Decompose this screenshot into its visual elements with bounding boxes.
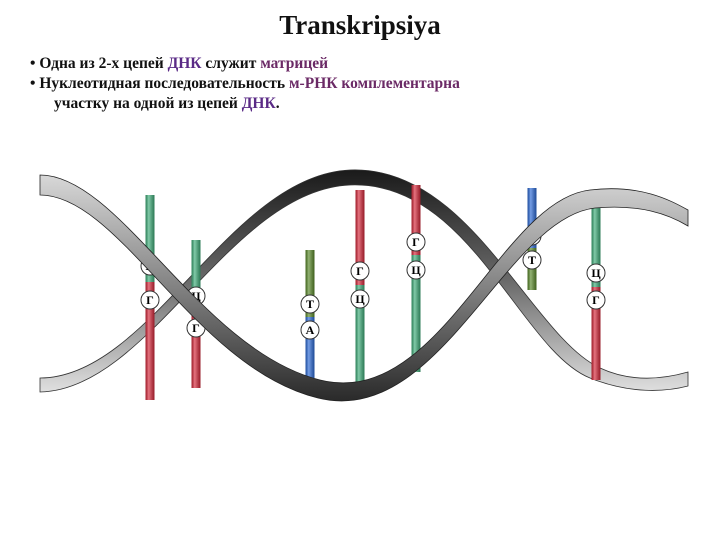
base-pair-4: ГЦ <box>350 190 370 388</box>
bullet-marker: • <box>30 75 36 92</box>
rod-shading <box>305 250 315 378</box>
dnk-term: ДНК <box>241 95 276 112</box>
base-label-upper: Г <box>412 235 420 249</box>
base-pair-3: ТА <box>300 250 320 378</box>
bullet-marker: • <box>30 55 36 72</box>
base-pairs: ЦГЦГТАГЦГЦАТЦГ <box>140 185 606 400</box>
base-label-circle-lower <box>406 260 426 280</box>
dna-backbone-strand-back <box>39 169 689 393</box>
bullet-list: • Одна из 2-х цепей ДНК служит матрицей … <box>30 54 710 114</box>
base-label-lower: Ц <box>411 263 421 277</box>
base-label-circle-lower <box>522 250 542 270</box>
base-pair-5: ГЦ <box>406 185 426 372</box>
base-label-circle-lower <box>300 320 320 340</box>
bullet-text: служит <box>201 55 261 72</box>
rod-shading <box>355 190 365 388</box>
base-label-circle-upper <box>406 232 426 252</box>
bullet-text: Нуклеотидная последовательность <box>35 75 289 92</box>
base-label-upper: Ц <box>191 289 201 303</box>
matrix-term: матрицей <box>260 55 329 72</box>
base-label-upper: Т <box>306 297 314 311</box>
base-pair-7: ЦГ <box>586 200 606 380</box>
base-label-lower: А <box>306 323 315 337</box>
mrna-term: м-РНК комплементарна <box>289 75 460 92</box>
base-pair-1: ЦГ <box>140 195 160 400</box>
bullet-text: Одна из 2-х цепей <box>35 55 168 72</box>
base-label-upper: Ц <box>591 266 601 280</box>
base-label-circle-upper <box>586 263 606 283</box>
base-label-lower: Г <box>192 321 200 335</box>
base-label-lower: Г <box>146 293 154 307</box>
dnk-term: ДНК <box>167 55 202 72</box>
bullet-item-1: • Одна из 2-х цепей ДНК служит матрицей <box>30 54 710 74</box>
bullet-item-2: • Нуклеотидная последовательность м-РНК … <box>30 74 710 94</box>
base-label-lower: Ц <box>355 292 365 306</box>
base-label-upper: Г <box>356 264 364 278</box>
page-title: Transkripsiya <box>279 10 441 40</box>
bullet-item-2-continuation: участку на одной из цепей ДНК. <box>30 94 710 114</box>
base-label-circle-upper <box>300 294 320 314</box>
bullet-text: . <box>275 95 280 112</box>
base-label-circle-upper <box>350 261 370 281</box>
base-label-lower: Т <box>528 253 536 267</box>
dna-backbone-strand-front <box>39 174 689 402</box>
rod-shading <box>591 200 601 380</box>
base-label-circle-lower <box>586 290 606 310</box>
bullet-text: участку на одной из цепей <box>54 95 242 112</box>
base-label-lower: Г <box>592 293 600 307</box>
base-label-circle-lower <box>350 289 370 309</box>
base-label-circle-lower <box>140 290 160 310</box>
